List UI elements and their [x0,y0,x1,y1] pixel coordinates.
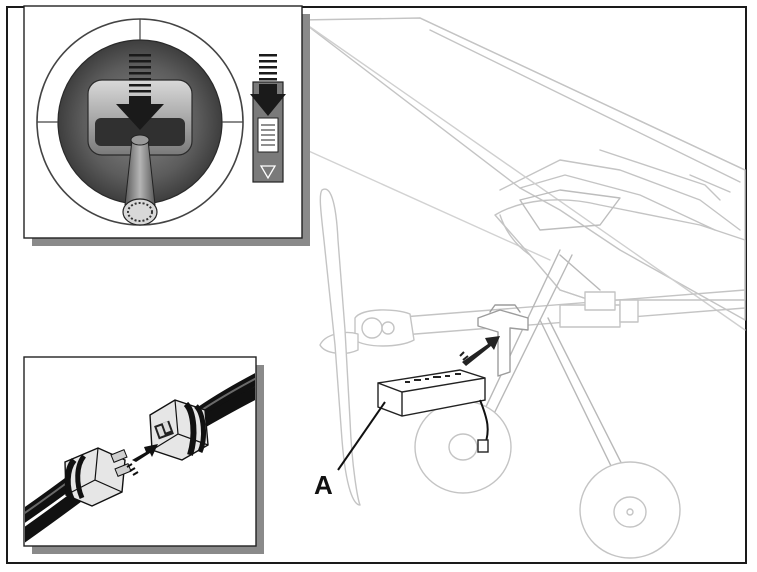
throttle-trim-slider-icon [250,54,286,183]
right-wheel [579,461,681,559]
throttle-stick-down-icon [116,54,164,226]
connector-inset-panel [23,356,264,554]
connect-arrow-icon [126,444,158,476]
callout-label-a: A [314,470,333,500]
battery-pack [377,369,489,453]
connector-plug-icon [149,399,209,461]
callout-leader-line [337,401,386,471]
upper-wing [299,17,746,321]
throttle-inset-panel [23,5,310,246]
figure-frame [6,6,747,564]
propeller [319,188,361,506]
battery-insert-arrow-icon [459,336,500,366]
battery-clip [477,309,529,377]
left-wheel [414,400,512,494]
connector-male-icon [64,447,132,507]
motor-pod [354,309,415,347]
